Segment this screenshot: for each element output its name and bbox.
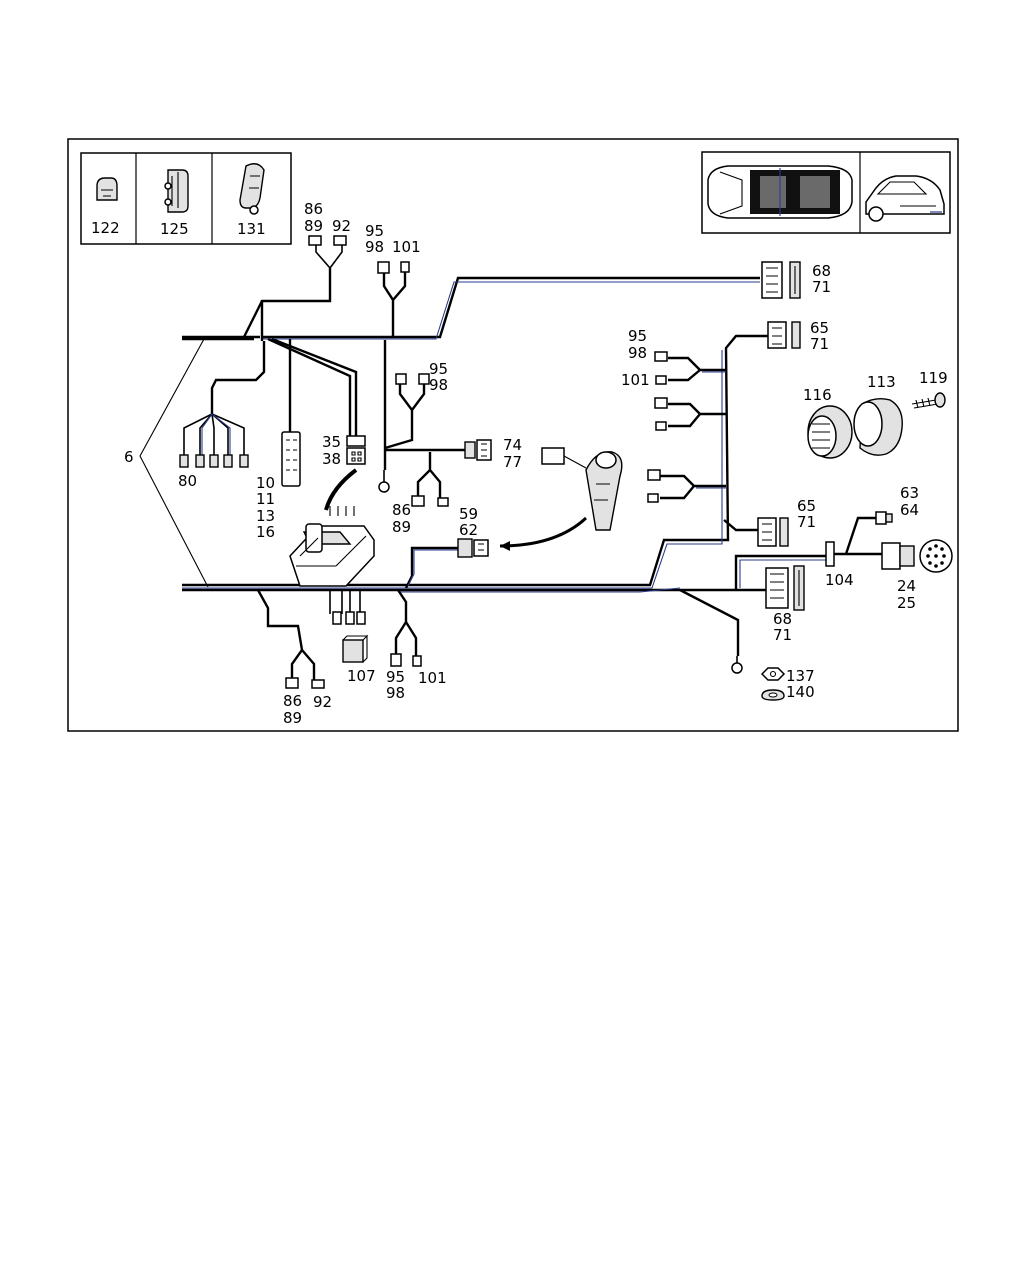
callout-104: 104 (825, 571, 854, 589)
callout-59: 59 (459, 505, 478, 523)
callout-113: 113 (867, 373, 896, 391)
callout-right-101: 101 (621, 371, 650, 389)
callout-top-92: 92 (332, 217, 351, 235)
callout-24: 24 (897, 577, 916, 595)
diagram-frame (67, 138, 959, 732)
washer-140-icon (761, 689, 785, 701)
callout-119: 119 (919, 369, 948, 387)
connector-65-71-top (767, 321, 801, 349)
callout-mid-89: 89 (392, 518, 411, 536)
callout-labels: 6 80 10 11 13 16 35 38 86 89 92 95 98 10… (124, 200, 948, 727)
clip-125-icon (164, 169, 189, 213)
callout-116: 116 (803, 386, 832, 404)
callout-71-bottom: 71 (773, 626, 792, 644)
callout-65-mid: 65 (797, 497, 816, 515)
callout-71-second: 71 (810, 335, 829, 353)
callout-6: 6 (124, 448, 134, 466)
callout-71-top: 71 (812, 278, 831, 296)
callout-35: 35 (322, 433, 341, 451)
callout-top-95: 95 (365, 222, 384, 240)
callout-64: 64 (900, 501, 919, 519)
callout-11: 11 (256, 490, 275, 508)
grommet-113-icon (853, 397, 903, 456)
screw-119-icon (911, 392, 946, 409)
main-harness (179, 235, 953, 689)
vehicle-front-view-icon (865, 175, 945, 222)
clip-131-label: 131 (237, 220, 266, 238)
callout-25: 25 (897, 594, 916, 612)
callout-mid-95: 95 (429, 360, 448, 378)
vehicle-views-inset (701, 151, 951, 234)
callout-140: 140 (786, 683, 815, 701)
callout-top-98: 98 (365, 238, 384, 256)
callout-71-mid: 71 (797, 513, 816, 531)
connector-65-71-mid (757, 517, 789, 547)
callout-mid-86: 86 (392, 501, 411, 519)
clip-125-label: 125 (160, 220, 189, 238)
callout-38: 38 (322, 450, 341, 468)
callout-bot-89: 89 (283, 709, 302, 727)
callout-137: 137 (786, 667, 815, 685)
callout-65-top: 65 (810, 319, 829, 337)
callout-68-bottom: 68 (773, 610, 792, 628)
callout-62: 62 (459, 521, 478, 539)
nut-137-icon (760, 667, 786, 681)
control-module-icon (289, 506, 375, 587)
callout-right-98: 98 (628, 344, 647, 362)
sensor-lever-icon (541, 447, 623, 531)
callout-77: 77 (503, 453, 522, 471)
clip-122-icon (96, 177, 118, 201)
callout-bot-95: 95 (386, 668, 405, 686)
small-parts-inset: 122 125 131 (80, 152, 292, 245)
callout-bot-86: 86 (283, 692, 302, 710)
callout-10: 10 (256, 474, 275, 492)
callout-13: 13 (256, 507, 275, 525)
clip-131-icon (239, 163, 265, 215)
callout-top-101: 101 (392, 238, 421, 256)
callout-bot-92: 92 (313, 693, 332, 711)
callout-74: 74 (503, 436, 522, 454)
vehicle-top-view-icon (707, 165, 853, 219)
callout-80: 80 (178, 472, 197, 490)
clip-122-label: 122 (91, 219, 120, 237)
callout-right-95: 95 (628, 327, 647, 345)
callout-top-89: 89 (304, 217, 323, 235)
callout-mid-98: 98 (429, 376, 448, 394)
connector-68-71-top (761, 261, 801, 299)
callout-bot-98: 98 (386, 684, 405, 702)
callout-68-top: 68 (812, 262, 831, 280)
callout-107: 107 (347, 667, 376, 685)
callout-16: 16 (256, 523, 275, 541)
callout-top-86: 86 (304, 200, 323, 218)
grommet-116-icon (807, 405, 853, 459)
callout-bot-101: 101 (418, 669, 447, 687)
connector-68-71-bottom (765, 565, 805, 611)
callout-63: 63 (900, 484, 919, 502)
